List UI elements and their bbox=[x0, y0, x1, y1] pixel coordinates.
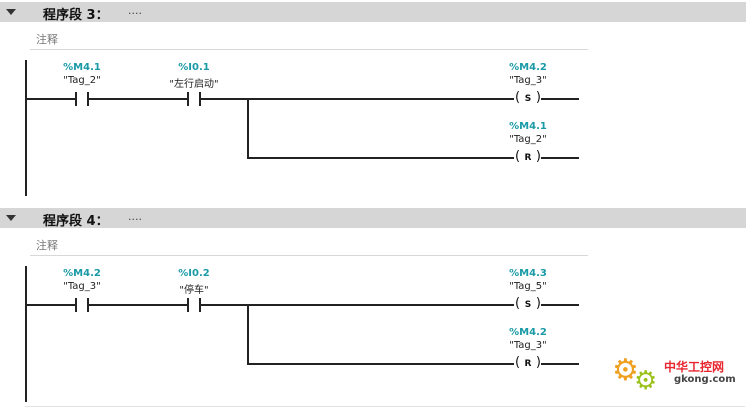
contact-tag: "左行启动" bbox=[169, 79, 219, 90]
wire bbox=[541, 98, 579, 100]
watermark-logo: ⚙ ⚙ 中华工控网 gkong.com bbox=[612, 350, 742, 405]
no-contact-2[interactable] bbox=[187, 298, 201, 312]
branch-wire bbox=[247, 98, 249, 158]
no-contact-1[interactable] bbox=[75, 92, 89, 106]
network-comment-4[interactable]: 注释 bbox=[30, 233, 588, 256]
comment-label: 注释 bbox=[36, 33, 58, 46]
coil-tag: "Tag_5" bbox=[509, 281, 547, 292]
wire bbox=[89, 304, 187, 306]
collapse-triangle-icon[interactable] bbox=[6, 9, 16, 15]
network-dots: .... bbox=[128, 210, 142, 223]
wire bbox=[541, 363, 579, 365]
wire bbox=[27, 304, 75, 306]
reset-coil[interactable]: ( R ) bbox=[515, 355, 541, 371]
set-coil[interactable]: ( S ) bbox=[515, 90, 541, 106]
coil-right-paren: ) bbox=[535, 149, 541, 164]
network-dots: .... bbox=[128, 4, 142, 17]
wire bbox=[541, 157, 579, 159]
coil-tag: "Tag_2" bbox=[509, 134, 547, 145]
contact-tag: "Tag_2" bbox=[63, 75, 101, 86]
watermark-site: gkong.com bbox=[674, 374, 736, 385]
coil-address: %M4.3 bbox=[509, 268, 547, 279]
watermark-brand: 中华工控网 bbox=[664, 360, 725, 374]
contact-address: %I0.1 bbox=[178, 62, 210, 73]
set-coil[interactable]: ( S ) bbox=[515, 296, 541, 312]
coil-address: %M4.2 bbox=[509, 327, 547, 338]
network-header-4[interactable]: 程序段 4： .... bbox=[0, 208, 746, 229]
coil-left-paren: ( bbox=[515, 296, 521, 311]
contact-address: %I0.2 bbox=[178, 268, 210, 279]
coil-tag: "Tag_3" bbox=[509, 340, 547, 351]
contact-tag: "Tag_3" bbox=[63, 281, 101, 292]
coil-type: S bbox=[524, 300, 532, 310]
collapse-triangle-icon[interactable] bbox=[6, 215, 16, 221]
wire bbox=[201, 98, 514, 100]
wire bbox=[201, 304, 514, 306]
coil-type: R bbox=[524, 153, 532, 163]
coil-address: %M4.2 bbox=[509, 62, 547, 73]
green-gear-icon: ⚙ bbox=[634, 366, 658, 396]
coil-right-paren: ) bbox=[535, 90, 541, 105]
no-contact-1[interactable] bbox=[75, 298, 89, 312]
coil-left-paren: ( bbox=[515, 355, 521, 370]
network-title: 程序段 3： bbox=[43, 8, 109, 23]
wire bbox=[247, 363, 514, 365]
coil-right-paren: ) bbox=[535, 355, 541, 370]
power-rail-4 bbox=[25, 266, 27, 402]
orange-gear-icon: ⚙ bbox=[612, 353, 639, 388]
branch-wire bbox=[247, 304, 249, 364]
reset-coil[interactable]: ( R ) bbox=[515, 149, 541, 165]
comment-label: 注释 bbox=[36, 239, 58, 252]
contact-address: %M4.1 bbox=[63, 62, 101, 73]
coil-address: %M4.1 bbox=[509, 121, 547, 132]
coil-tag: "Tag_3" bbox=[509, 75, 547, 86]
network-title: 程序段 4： bbox=[43, 214, 109, 229]
coil-type: S bbox=[524, 94, 532, 104]
network-comment-3[interactable]: 注释 bbox=[30, 27, 588, 50]
coil-left-paren: ( bbox=[515, 149, 521, 164]
wire bbox=[27, 98, 75, 100]
coil-right-paren: ) bbox=[535, 296, 541, 311]
contact-tag: "停车" bbox=[179, 285, 209, 296]
contact-address: %M4.2 bbox=[63, 268, 101, 279]
coil-type: R bbox=[524, 359, 532, 369]
wire bbox=[89, 98, 187, 100]
coil-left-paren: ( bbox=[515, 90, 521, 105]
no-contact-2[interactable] bbox=[187, 92, 201, 106]
network-header-3[interactable]: 程序段 3： .... bbox=[0, 2, 746, 23]
bottom-divider bbox=[25, 406, 745, 407]
wire bbox=[247, 157, 514, 159]
wire bbox=[541, 304, 579, 306]
power-rail-3 bbox=[25, 60, 27, 196]
